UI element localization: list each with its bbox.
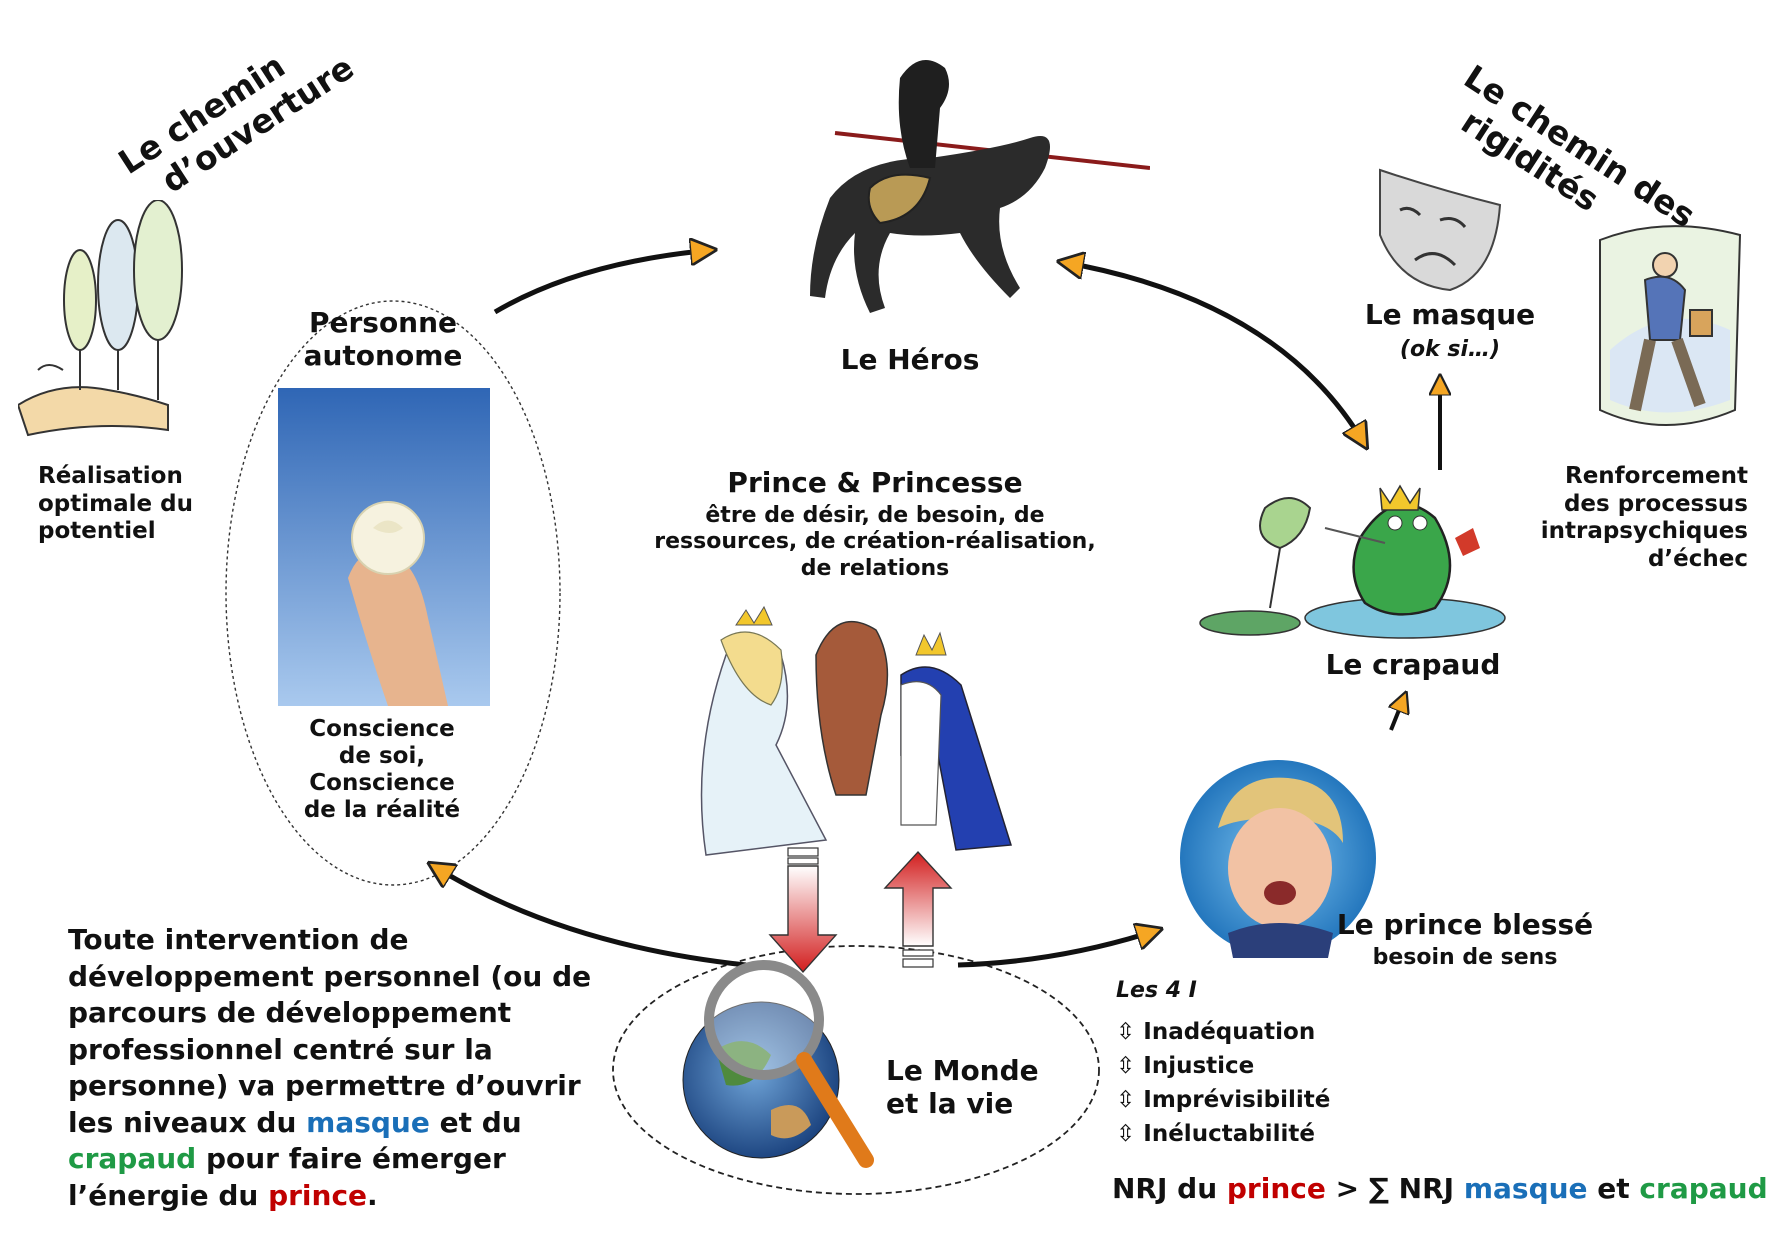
arrow-world-to-wounded	[957, 930, 1158, 968]
world-line1: Le Monde	[886, 1054, 1039, 1087]
caption-line1: Conscience	[309, 716, 455, 742]
reinforcement-line4: d’échec	[1647, 545, 1748, 572]
prince-desc-line3: de relations	[800, 555, 950, 581]
autonomous-person-title: Personne autonome	[288, 306, 478, 372]
reinforcement-label: Renforcement des processus intrapsychiqu…	[1520, 463, 1748, 573]
arrow-autonomous-to-hero	[493, 250, 712, 315]
four-i-item: ⇳Injustice	[1116, 1053, 1255, 1079]
intervention-line2: développement personnel (ou de	[68, 959, 592, 993]
formula-toad: crapaud	[1639, 1172, 1768, 1205]
caption-line2: de soi,	[338, 743, 426, 770]
toad-keyword: crapaud	[68, 1142, 197, 1175]
prince-princess-illustration	[700, 605, 1012, 856]
hand-point-icon: ⇳	[1116, 1019, 1136, 1045]
crying-boy-photo	[1180, 760, 1376, 958]
realisation-line2: optimale du	[38, 490, 193, 517]
arrow-world-to-autonomous	[432, 865, 747, 968]
four-i-item: ⇳Inadéquation	[1116, 1019, 1316, 1045]
red-arrow-up	[883, 850, 953, 968]
reinforcement-line2: des processus	[1563, 490, 1748, 517]
arrow-wounded-to-toad	[1391, 695, 1405, 731]
four-i-list: ⇳Inadéquation ⇳Injustice ⇳Imprévisibilit…	[1116, 1015, 1330, 1151]
energy-formula: NRJ du prince > ∑ NRJ masque et crapaud	[1112, 1172, 1768, 1205]
wounded-prince-label: Le prince blessé	[1336, 908, 1594, 941]
prince-desc-line1: être de désir, de besoin, de	[705, 503, 1045, 528]
hero-label: Le Héros	[840, 343, 980, 376]
reinforcement-line3: intrapsychiques	[1540, 518, 1748, 545]
intervention-line3: parcours de développement	[68, 996, 512, 1029]
prince-keyword: prince	[268, 1178, 368, 1212]
mask-keyword: masque	[306, 1105, 430, 1139]
realisation-line1: Réalisation	[38, 463, 183, 489]
world-ellipse	[612, 945, 1100, 1195]
intervention-line1: Toute intervention de	[68, 923, 409, 956]
caption-line4: de la réalité	[303, 797, 461, 824]
wounded-prince-sublabel: besoin de sens	[1372, 945, 1558, 970]
prince-princess-title: Prince & Princesse	[727, 466, 1023, 499]
four-i-item: ⇳Imprévisibilité	[1116, 1087, 1331, 1113]
optimal-realisation-label: Réalisation optimale du potentiel	[38, 463, 193, 546]
frogs-illustration	[1199, 484, 1506, 639]
formula-prince: prince	[1226, 1172, 1326, 1205]
intervention-paragraph: Toute intervention de développement pers…	[68, 922, 591, 1214]
hand-point-icon: ⇳	[1116, 1087, 1136, 1113]
hand-point-icon: ⇳	[1116, 1053, 1136, 1079]
four-i-item: ⇳Inéluctabilité	[1116, 1121, 1315, 1147]
four-i-title: Les 4 I	[1116, 978, 1197, 1003]
sad-mask-illustration	[1379, 168, 1502, 292]
intervention-line4: professionnel centré sur la	[68, 1032, 493, 1066]
arrow-hero-toad	[1062, 262, 1365, 445]
formula-mask: masque	[1463, 1172, 1588, 1205]
hand-point-icon: ⇳	[1116, 1121, 1136, 1147]
caption-line3: Conscience	[309, 770, 455, 797]
toad-label: Le crapaud	[1325, 648, 1501, 681]
rose-hand-photo	[278, 388, 490, 706]
world-life-label: Le Monde et la vie	[886, 1054, 1039, 1120]
red-arrow-down	[768, 847, 838, 974]
world-line2: et la vie	[886, 1087, 1014, 1121]
autonomous-ellipse	[225, 300, 561, 886]
realisation-line3: potentiel	[38, 518, 156, 545]
prince-desc-line2: ressources, de création-réalisation,	[654, 529, 1096, 555]
intervention-line6: les niveaux du masque et du	[68, 1105, 522, 1139]
self-awareness-caption: Conscience de soi, Conscience de la réal…	[282, 716, 482, 825]
trees-path-illustration	[18, 200, 183, 437]
reinforcement-line1: Renforcement	[1564, 463, 1748, 489]
intervention-line7: crapaud pour faire émerger	[68, 1142, 506, 1175]
prince-princess-description: être de désir, de besoin, de ressources,…	[640, 503, 1110, 582]
mask-sublabel: (ok si…)	[1399, 337, 1501, 362]
walking-man-illustration	[1599, 225, 1742, 426]
globe-magnifier-illustration	[682, 960, 874, 1168]
autonomous-title-line1: Personne	[308, 306, 458, 339]
autonomous-title-line2: autonome	[303, 339, 463, 373]
knight-hero-illustration	[810, 60, 1150, 313]
intervention-line5: personne) va permettre d’ouvrir	[68, 1069, 581, 1102]
mask-label: Le masque	[1364, 298, 1536, 331]
intervention-line8: l’énergie du prince.	[68, 1178, 378, 1212]
